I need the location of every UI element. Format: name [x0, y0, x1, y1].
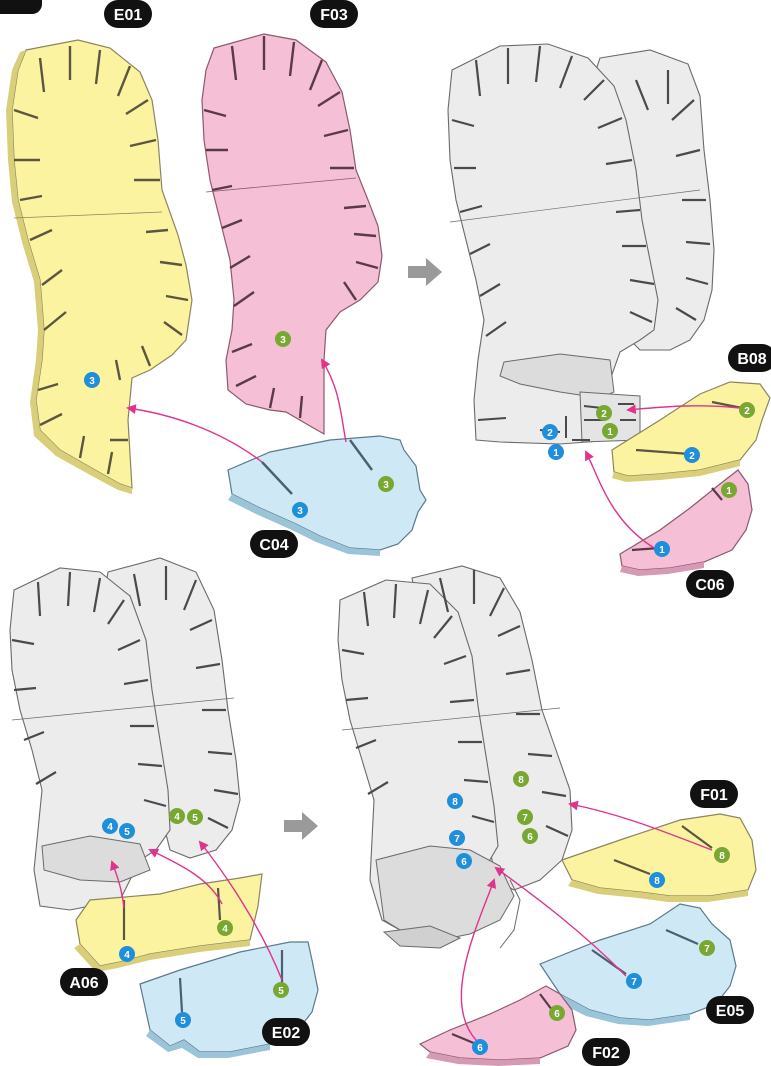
svg-text:3: 3 — [383, 480, 389, 491]
marker-blue-8: 8 — [447, 793, 463, 809]
marker-green-8: 8 — [513, 771, 529, 787]
marker-blue-1: 1 — [654, 541, 670, 557]
svg-text:8: 8 — [452, 797, 458, 808]
part-label-c06: C06 — [695, 577, 724, 594]
part-label-e02: E02 — [272, 1025, 301, 1042]
part-label-f02: F02 — [592, 1045, 620, 1062]
marker-blue-3: 3 — [84, 372, 100, 388]
svg-text:3: 3 — [280, 335, 286, 346]
part-e01: E01 — [6, 0, 192, 494]
svg-text:4: 4 — [222, 924, 228, 935]
marker-green-2: 2 — [596, 405, 612, 421]
part-label-b08: B08 — [737, 351, 766, 368]
svg-text:8: 8 — [719, 851, 725, 862]
svg-text:3: 3 — [89, 376, 95, 387]
right-arrow-icon — [408, 258, 442, 286]
marker-blue-6: 6 — [456, 853, 472, 869]
marker-blue-8: 8 — [649, 872, 665, 888]
svg-text:7: 7 — [522, 813, 528, 824]
part-label-f01: F01 — [700, 787, 728, 804]
svg-text:8: 8 — [518, 775, 524, 786]
marker-green-6: 6 — [549, 1005, 565, 1021]
svg-text:6: 6 — [477, 1043, 483, 1054]
step-2: B08 C06 2 1 2 1 2 2 1 1 — [448, 44, 771, 598]
svg-text:2: 2 — [547, 428, 553, 439]
step-4: F01 E05 F02 8 8 7 6 — [338, 566, 756, 1066]
step-1: E01 F03 — [6, 0, 426, 558]
svg-text:2: 2 — [601, 409, 607, 420]
svg-text:4: 4 — [174, 812, 180, 823]
right-arrow-icon — [284, 812, 318, 840]
svg-text:3: 3 — [297, 506, 303, 517]
svg-text:1: 1 — [726, 486, 732, 497]
marker-green-1: 1 — [721, 482, 737, 498]
marker-blue-6: 6 — [472, 1039, 488, 1055]
assembly-arrow — [322, 360, 346, 442]
part-c04: C04 — [228, 436, 426, 558]
step-3: A06 E02 4 5 4 5 4 4 5 5 — [10, 558, 318, 1058]
marker-green-2: 2 — [739, 402, 755, 418]
part-label-e01: E01 — [114, 7, 143, 24]
marker-green-4: 4 — [217, 920, 233, 936]
svg-text:5: 5 — [124, 827, 130, 838]
marker-green-3: 3 — [275, 331, 291, 347]
svg-text:6: 6 — [554, 1009, 560, 1020]
marker-green-3: 3 — [378, 476, 394, 492]
marker-blue-2: 2 — [542, 424, 558, 440]
marker-blue-2: 2 — [684, 447, 700, 463]
part-e05: E05 — [540, 904, 754, 1026]
svg-text:5: 5 — [192, 813, 198, 824]
marker-blue-1: 1 — [548, 444, 564, 460]
marker-green-6: 6 — [522, 828, 538, 844]
svg-text:1: 1 — [553, 448, 559, 459]
part-label-e05: E05 — [716, 1003, 745, 1020]
marker-green-4: 4 — [169, 808, 185, 824]
marker-blue-4: 4 — [119, 946, 135, 962]
marker-blue-7: 7 — [449, 830, 465, 846]
svg-text:5: 5 — [180, 1016, 186, 1027]
part-label-c04: C04 — [259, 537, 288, 554]
svg-text:2: 2 — [744, 406, 750, 417]
marker-blue-3: 3 — [292, 502, 308, 518]
marker-green-8: 8 — [714, 847, 730, 863]
part-e02: E02 — [140, 942, 318, 1058]
svg-text:4: 4 — [107, 822, 113, 833]
marker-green-1: 1 — [602, 423, 618, 439]
svg-text:2: 2 — [689, 451, 695, 462]
svg-text:7: 7 — [454, 834, 460, 845]
marker-green-5: 5 — [273, 982, 289, 998]
part-label-f03: F03 — [320, 7, 348, 24]
marker-blue-5: 5 — [175, 1012, 191, 1028]
svg-text:6: 6 — [527, 832, 533, 843]
marker-blue-4: 4 — [102, 818, 118, 834]
svg-text:8: 8 — [654, 876, 660, 887]
marker-green-7: 7 — [699, 940, 715, 956]
assembly-arrow — [128, 408, 262, 462]
marker-green-7: 7 — [517, 809, 533, 825]
svg-text:6: 6 — [461, 857, 467, 868]
marker-blue-7: 7 — [626, 973, 642, 989]
part-label-a06: A06 — [69, 975, 98, 992]
svg-text:7: 7 — [704, 944, 710, 955]
marker-green-5: 5 — [187, 809, 203, 825]
svg-text:7: 7 — [631, 977, 637, 988]
svg-text:4: 4 — [124, 950, 130, 961]
part-f03: F03 — [202, 0, 382, 434]
svg-text:1: 1 — [607, 427, 613, 438]
svg-text:1: 1 — [659, 545, 665, 556]
svg-text:5: 5 — [278, 986, 284, 997]
marker-blue-5: 5 — [119, 823, 135, 839]
